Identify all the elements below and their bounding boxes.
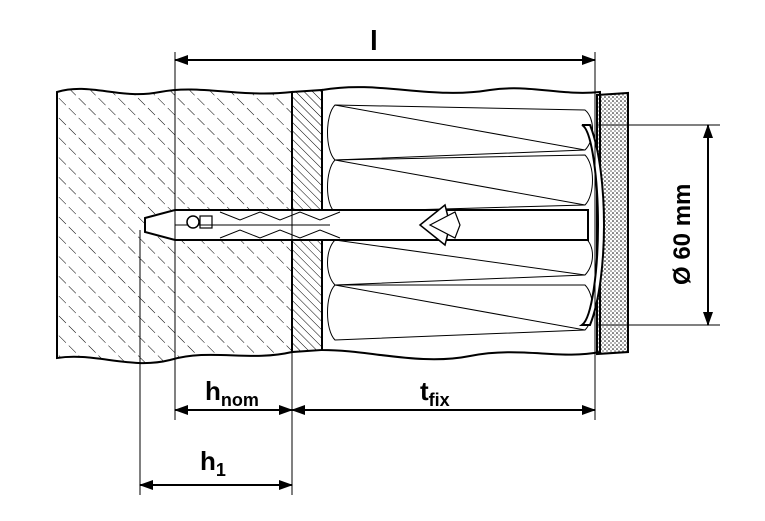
label-length: l: [370, 25, 378, 56]
label-diameter: Ø 60 mm: [669, 184, 696, 285]
label-t-fix: tfix: [420, 376, 450, 410]
label-h1: h1: [200, 446, 226, 480]
label-h-nom: hnom: [205, 376, 259, 410]
anchor-shaft: [144, 203, 589, 247]
anchor-plate: [578, 124, 606, 326]
